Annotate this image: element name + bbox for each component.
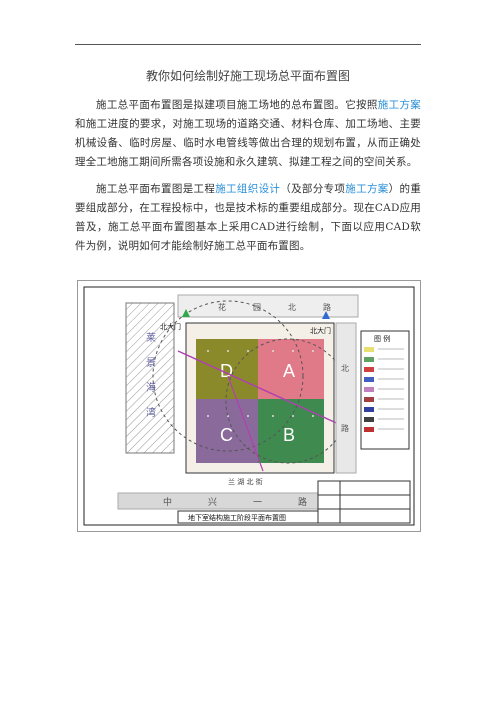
gate-left-arrow-icon <box>182 309 190 317</box>
gate-right-label: 北大门 <box>310 326 331 335</box>
road-bottom-char-1: 中 <box>163 496 172 508</box>
site-plan-svg: 莱 景 海 湾 花 园 北 路 D A C B 北大门 <box>83 286 415 526</box>
link-construction-plan[interactable]: 施工方案 <box>377 99 421 111</box>
boom-line-1 <box>177 350 344 427</box>
zone-a-label: A <box>283 361 295 381</box>
title-block <box>317 480 411 524</box>
drawing-title: 地下室结构施工阶段平面布置图 <box>188 513 286 522</box>
left-building <box>125 302 175 454</box>
top-divider <box>75 44 421 45</box>
paragraph-2-text-b: （及部分专项 <box>280 183 346 195</box>
zone-a <box>258 339 324 399</box>
paragraph-2: 施工总平面布置图是工程施工组织设计（及部分专项施工方案）的重要组成部分，在工程投… <box>75 180 421 256</box>
road-right-char-2: 路 <box>341 423 349 433</box>
zone-d-label: D <box>220 361 233 381</box>
paragraph-1: 施工总平面布置图是拟建项目施工场地的总布置图。它按照施工方案和施工进度的要求，对… <box>75 96 421 172</box>
link-construction-plan-2[interactable]: 施工方案 <box>345 183 389 195</box>
gate-right-arrow-icon <box>322 311 330 319</box>
street-top-char-1: 花 <box>218 302 226 312</box>
boom-line-2 <box>227 375 264 472</box>
road-left-char-1: 莱 <box>146 332 156 344</box>
paragraph-1-text-b: 和施工进度的要求，对施工现场的道路交通、材料仓库、加工场地、主要机械设备、临时房… <box>75 118 421 168</box>
road-left-char-3: 海 <box>146 381 156 394</box>
crane-radius-1 <box>152 300 304 452</box>
road-bottom-char-4: 路 <box>298 496 307 508</box>
grid-points <box>207 350 314 417</box>
street-top-band <box>177 294 359 318</box>
road-bottom-char-3: 一 <box>253 498 262 508</box>
site-plan-drawing: 莱 景 海 湾 花 园 北 路 D A C B 北大门 <box>77 280 421 532</box>
road-bottom-char-2: 兴 <box>208 497 217 508</box>
zone-b <box>258 399 324 463</box>
paragraph-1-text-a: 施工总平面布置图是拟建项目施工场地的总布置图。它按照 <box>96 99 378 111</box>
paragraph-2-text-a: 施工总平面布置图是工程 <box>96 183 216 195</box>
road-right-char-1: 北 <box>341 364 349 373</box>
zone-c-label: C <box>220 425 233 445</box>
street-top-char-3: 北 <box>288 303 296 312</box>
street-top-char-4: 路 <box>323 302 331 312</box>
paragraph-2-text-c: ）的重要组成部分，在工程投标中，也是技术标的重要组成部分。现在CAD应用普及，施… <box>75 183 422 252</box>
street-inner-label: 兰 湖 北 街 <box>228 477 263 486</box>
legend-swatches <box>364 347 404 432</box>
legend-title: 图 例 <box>374 334 390 343</box>
road-left-char-4: 湾 <box>146 406 156 419</box>
link-construction-organization-design[interactable]: 施工组织设计 <box>215 183 281 195</box>
street-top-char-2: 园 <box>253 303 261 312</box>
article-title: 教你如何绘制好施工现场总平面布置图 <box>145 69 350 83</box>
road-right <box>335 322 357 474</box>
zone-b-label: B <box>283 425 295 445</box>
gate-left-label: 北大门 <box>160 322 181 331</box>
road-left-char-2: 景 <box>146 357 156 369</box>
drawing-frame <box>83 286 415 526</box>
